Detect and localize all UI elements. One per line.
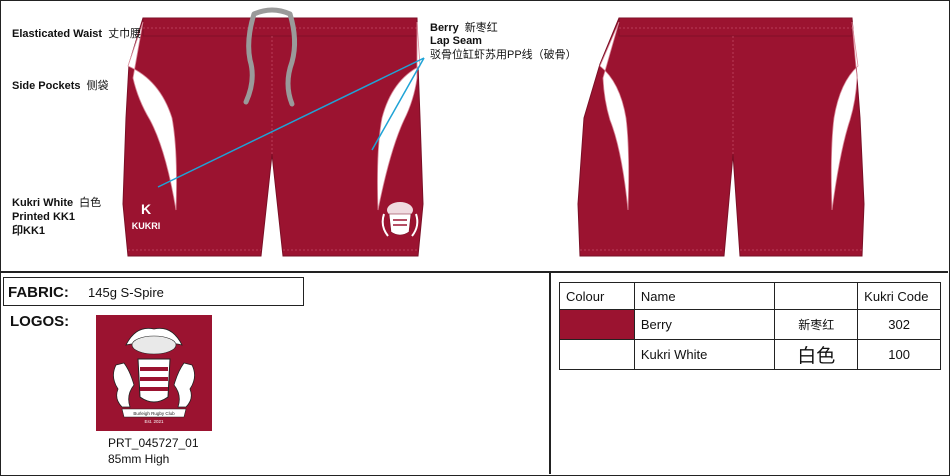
colour-table-header: Colour Name Kukri Code (559, 282, 941, 310)
drawcord-left (243, 11, 257, 105)
right-white-panel (377, 21, 421, 211)
svg-text:Burleigh Rugby Club: Burleigh Rugby Club (133, 411, 175, 416)
table-row: Kukri White 白色 100 (559, 339, 941, 370)
label-printed-kk1: Printed KK1 (12, 211, 75, 223)
header-cn (774, 282, 859, 310)
label-lap-seam: Lap Seam (430, 35, 482, 47)
fabric-box (3, 277, 304, 306)
section-divider (0, 271, 948, 273)
front-crest-icon (381, 202, 419, 237)
colour-name: Berry (633, 309, 776, 340)
drawcord-right (285, 11, 298, 107)
kukri-wordmark: KUKRI (132, 221, 161, 231)
garment-drawings: K KUKRI (122, 7, 865, 257)
front-shorts: K KUKRI (122, 7, 425, 257)
fabric-label: FABRIC: (8, 284, 69, 301)
leader-line-2 (371, 57, 425, 151)
colour-table: Colour Name Kukri Code Berry 新枣红 302 Kuk… (559, 282, 941, 370)
colour-swatch-white (559, 339, 635, 370)
logo-size: 85mm High (108, 452, 170, 466)
back-shorts (577, 17, 865, 257)
header-code: Kukri Code (857, 282, 941, 310)
colour-name: Kukri White (633, 339, 776, 370)
logo-tile: Burleigh Rugby Club Est. 2021 (96, 315, 212, 431)
logos-label: LOGOS: (10, 313, 70, 330)
left-white-panel (127, 21, 177, 211)
table-row: Berry 新枣红 302 (559, 309, 941, 340)
column-divider (549, 273, 551, 474)
label-print-kk1-cn: 印KK1 (12, 225, 46, 237)
colour-name-cn: 新枣红 (774, 309, 859, 340)
logo-code: PRT_045727_01 (108, 436, 199, 450)
colour-code: 302 (857, 309, 941, 340)
colour-swatch-berry (559, 309, 635, 340)
fabric-value: 145g S-Spire (88, 285, 164, 300)
colour-name-cn: 白色 (774, 339, 859, 370)
svg-text:Est. 2021: Est. 2021 (144, 419, 164, 424)
colour-code: 100 (857, 339, 941, 370)
header-name: Name (633, 282, 776, 310)
crest-logo-icon: Burleigh Rugby Club Est. 2021 (113, 327, 195, 424)
leader-line-1 (157, 57, 425, 188)
header-colour: Colour (559, 282, 635, 310)
kukri-mark-icon: K (141, 201, 151, 217)
label-lap-seam-cn: 驳骨位缸虾苏用PP线（破骨） (430, 49, 577, 61)
